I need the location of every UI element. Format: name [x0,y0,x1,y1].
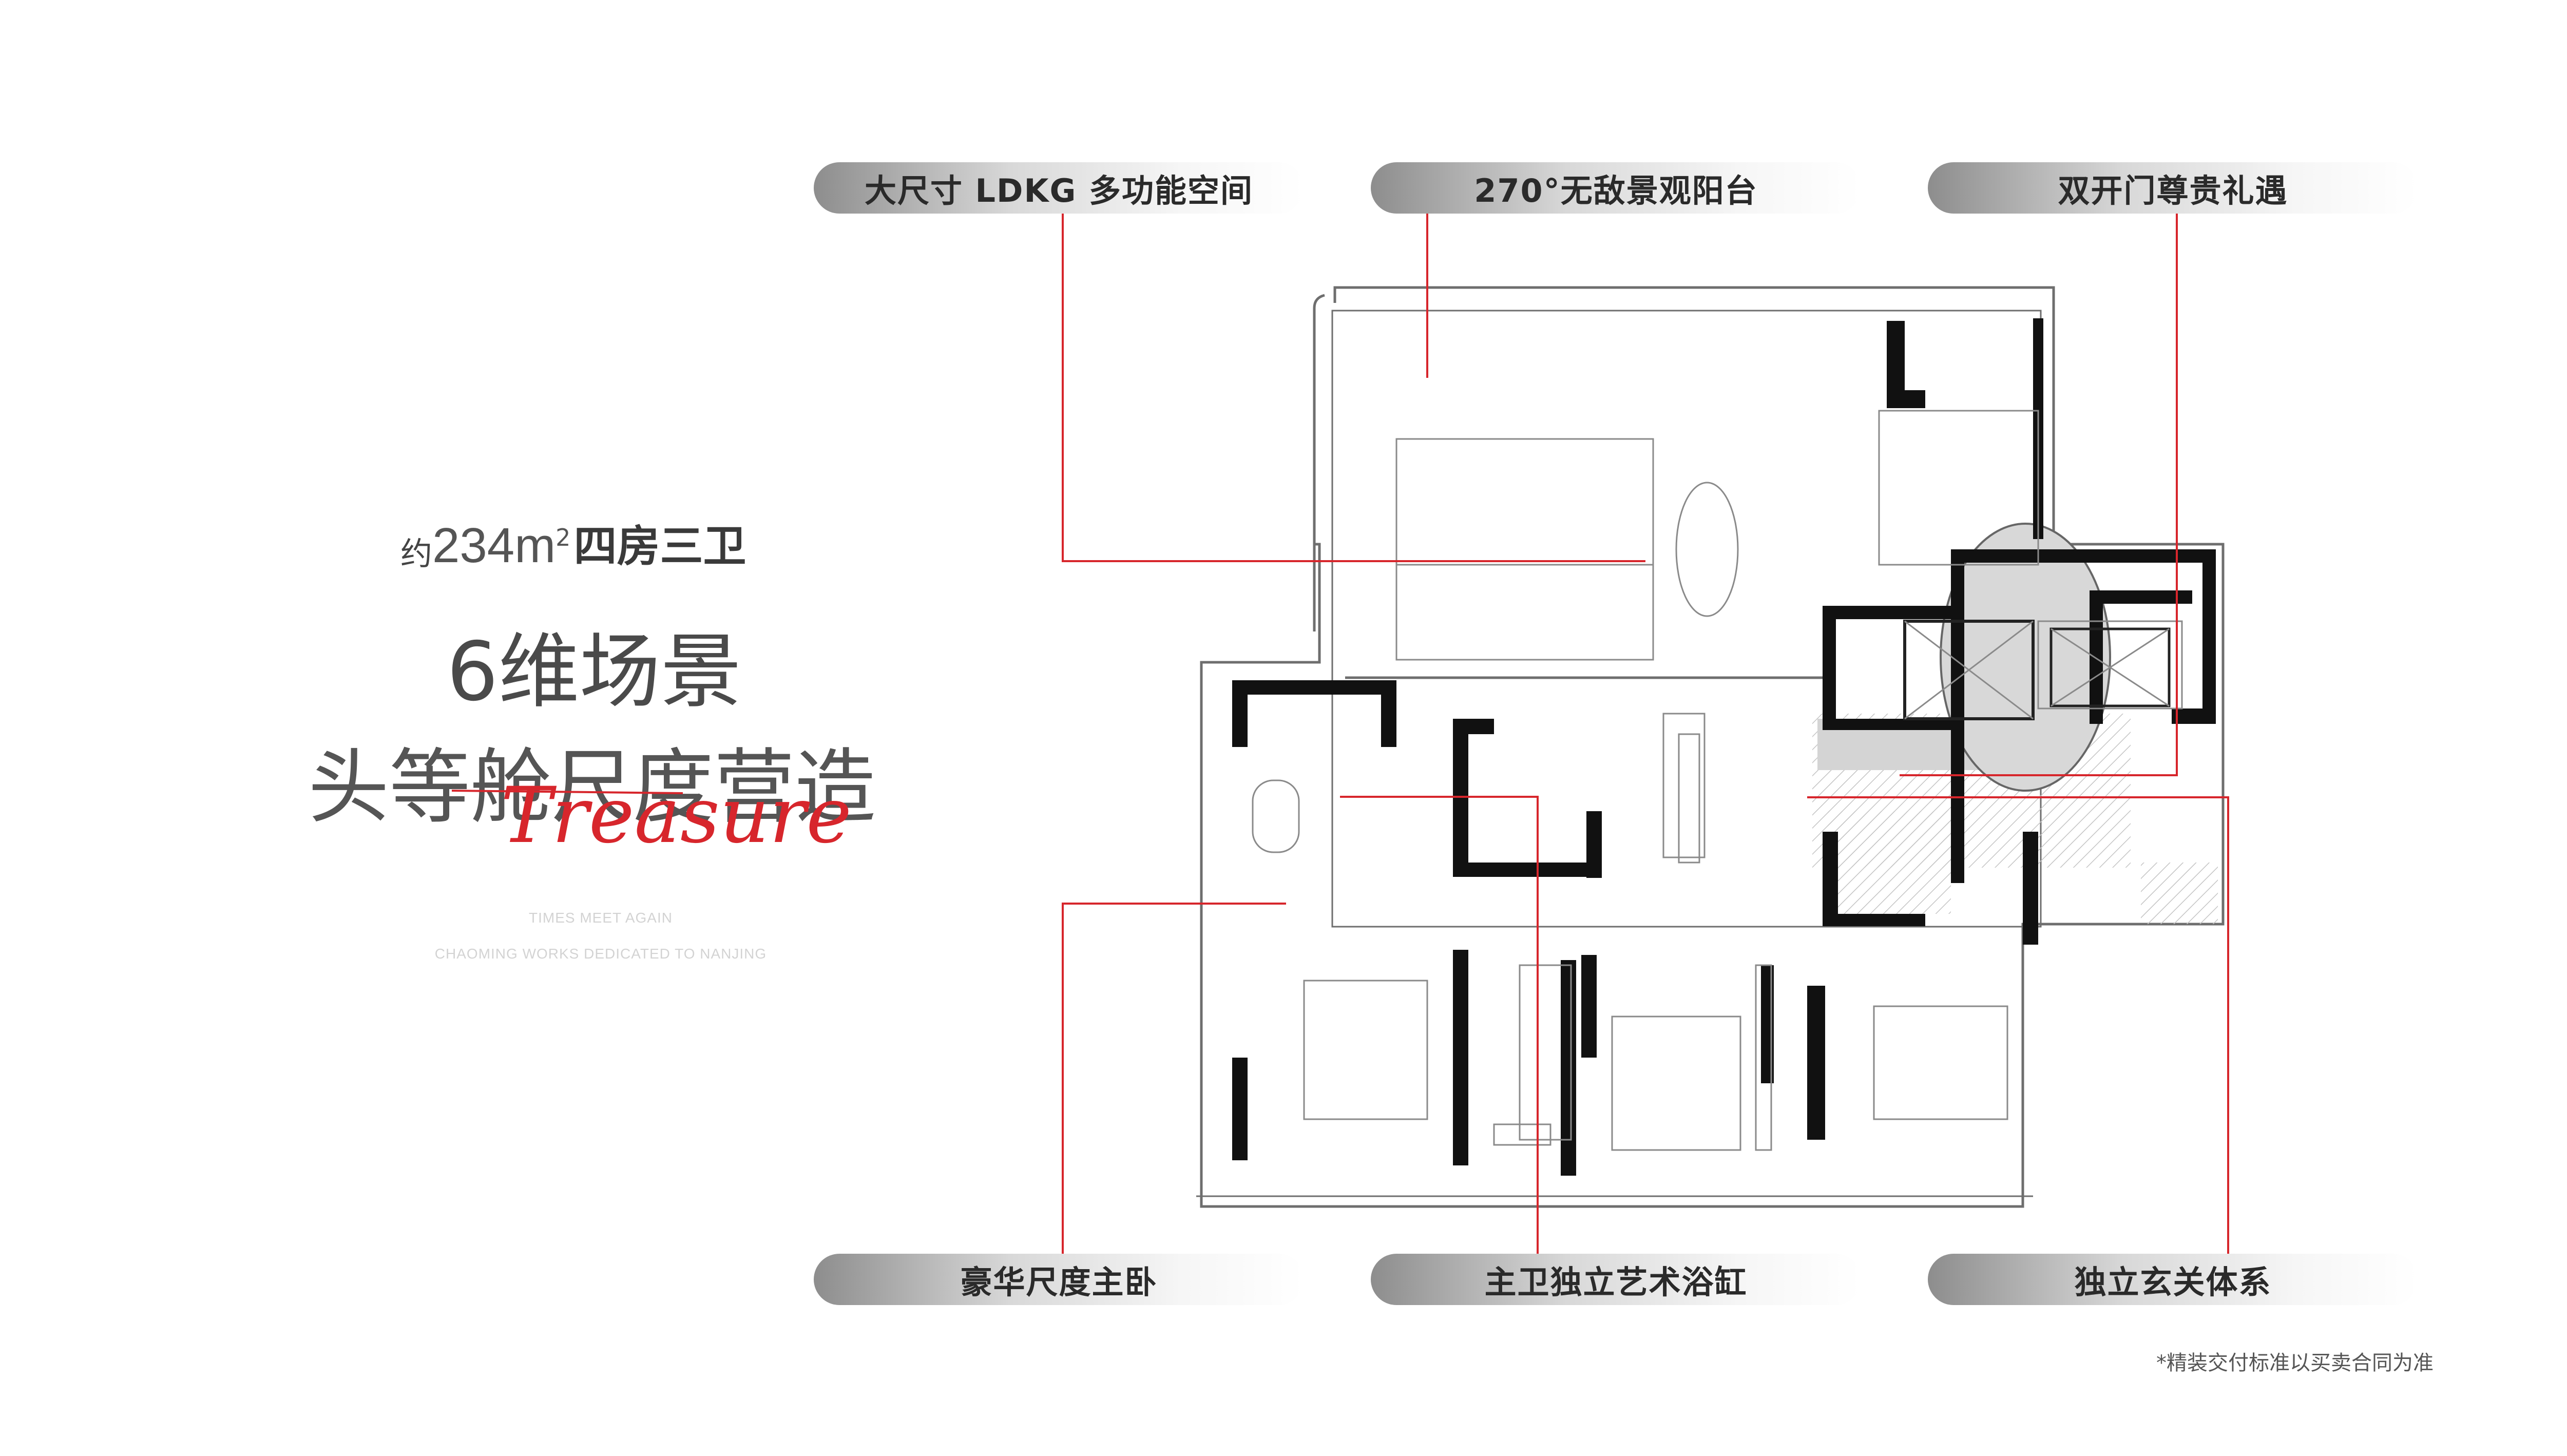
callout-entrance: 独立玄关体系 [1928,1254,2418,1305]
callout-entrance-label: 独立玄关体系 [2074,1263,2272,1301]
subline-2: CHAOMING WORKS DEDICATED TO NANJING [434,946,767,962]
callout-ldkg: 大尺寸 LDKG 多功能空间 [814,162,1304,214]
callout-leaders [1062,214,2229,1254]
footnote-text: *精装交付标准以买卖合同为准 [2156,1351,2434,1375]
area-prefix: 约 [400,535,433,572]
structural-walls [1232,318,2216,1176]
callout-balcony: 270°无敌景观阳台 [1371,162,1861,214]
callout-bathtub-label: 主卫独立艺术浴缸 [1484,1263,1748,1301]
callout-master-bedroom-label: 豪华尺度主卧 [960,1263,1158,1301]
subline-1: TIMES MEET AGAIN [529,910,673,926]
callout-door: 双开门尊贵礼遇 [1928,162,2418,214]
scenes-title: 6维场景 [447,625,742,719]
room-count: 四房三卫 [573,521,746,571]
callout-ldkg-label: 大尺寸 LDKG 多功能空间 [864,172,1254,209]
area-title: 约 234m 2 四房三卫 [400,507,821,574]
treasure-script-text: Treasure [501,771,852,860]
treasure-script: Treasure [451,771,852,860]
elevator-core [1812,523,2218,924]
area-number: 234m [432,518,556,573]
area-superscript: 2 [555,524,571,551]
interior-lines [1252,410,2183,1151]
callout-bathtub: 主卫独立艺术浴缸 [1371,1254,1861,1305]
cabin-title: 头等舱尺度营造 [308,740,876,835]
callout-master-bedroom: 豪华尺度主卧 [814,1254,1304,1305]
callout-balcony-label: 270°无敌景观阳台 [1474,172,1758,209]
callout-door-label: 双开门尊贵礼遇 [2058,172,2288,209]
